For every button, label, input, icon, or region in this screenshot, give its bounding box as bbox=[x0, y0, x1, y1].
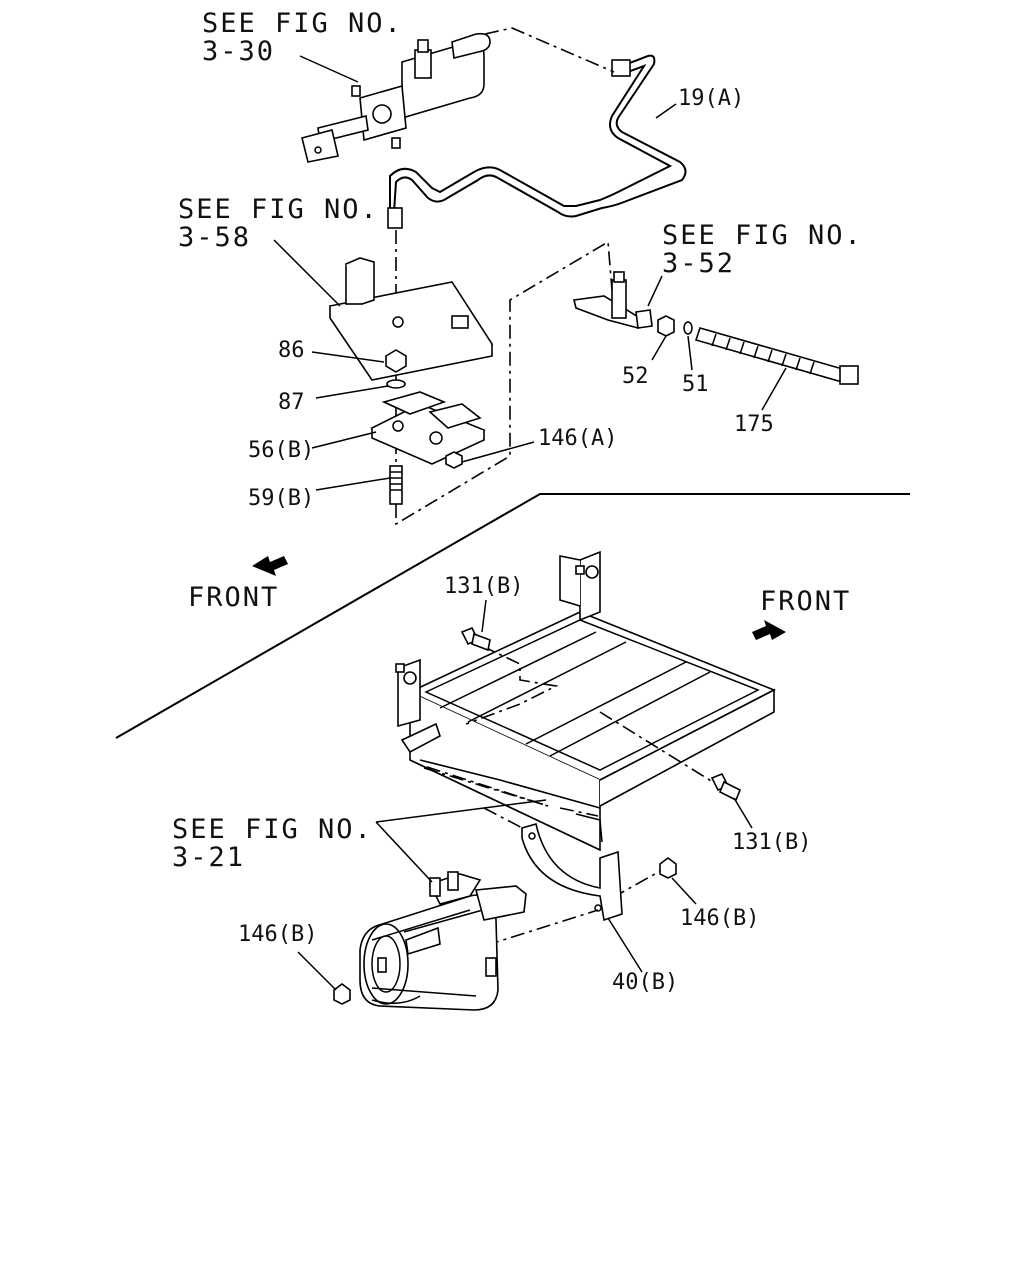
ref-label-3-52-line1: SEE FIG NO. bbox=[662, 220, 863, 251]
part-label-146b-right: 146(B) bbox=[680, 906, 760, 931]
clutch-booster bbox=[359, 871, 527, 1011]
part-label-146a: 146(A) bbox=[538, 426, 618, 451]
part-label-52: 52 bbox=[622, 364, 649, 389]
ref-label-3-21-line2: 3-21 bbox=[172, 842, 246, 873]
ref-label-3-58-line1: SEE FIG NO. bbox=[178, 194, 379, 225]
part-label-131b-bottom: 131(B) bbox=[732, 830, 812, 855]
bracket-56b bbox=[370, 391, 487, 465]
part-label-59b: 59(B) bbox=[248, 486, 315, 511]
part-label-175: 175 bbox=[734, 412, 774, 437]
bolt-131b-top bbox=[460, 626, 491, 652]
nut-52 bbox=[657, 315, 675, 337]
part-label-86: 86 bbox=[278, 338, 305, 363]
nut-146b-left bbox=[333, 983, 351, 1005]
bracket-plate bbox=[328, 257, 494, 381]
washer-51 bbox=[683, 321, 693, 335]
band-40b bbox=[521, 822, 623, 922]
tray-frame bbox=[395, 550, 776, 852]
part-label-146b-left: 146(B) bbox=[238, 922, 318, 947]
section-divider bbox=[115, 493, 910, 739]
ref-label-3-21-line1: SEE FIG NO. bbox=[172, 814, 373, 845]
hose-175 bbox=[694, 327, 859, 385]
leader-lines-bottom bbox=[297, 599, 753, 991]
bolt-131b-bottom bbox=[710, 772, 742, 802]
fitting-3-52 bbox=[573, 271, 653, 329]
stud-59b bbox=[389, 465, 403, 505]
clutch-pipe bbox=[387, 54, 687, 229]
part-label-19a: 19(A) bbox=[678, 86, 745, 111]
ref-label-3-30-line1: SEE FIG NO. bbox=[202, 8, 403, 39]
master-cylinder bbox=[301, 32, 491, 163]
ref-label-3-58-line2: 3-58 bbox=[178, 222, 252, 253]
part-label-56b: 56(B) bbox=[248, 438, 315, 463]
part-label-40b: 40(B) bbox=[612, 970, 679, 995]
nut-86 bbox=[385, 349, 407, 373]
part-label-51: 51 bbox=[682, 372, 709, 397]
front-label-left: FRONT bbox=[188, 582, 280, 613]
nut-146b-right bbox=[659, 857, 677, 879]
ref-label-3-52-line2: 3-52 bbox=[662, 248, 736, 279]
leader-lines-top bbox=[273, 55, 787, 491]
front-label-right: FRONT bbox=[760, 586, 852, 617]
washer-87 bbox=[386, 379, 406, 389]
front-arrow-right-icon bbox=[752, 620, 786, 640]
ref-label-3-30-line2: 3-30 bbox=[202, 36, 276, 67]
nut-146a bbox=[445, 451, 463, 469]
part-label-87: 87 bbox=[278, 390, 305, 415]
part-label-131b-top: 131(B) bbox=[444, 574, 524, 599]
front-arrow-left-icon bbox=[252, 556, 288, 576]
